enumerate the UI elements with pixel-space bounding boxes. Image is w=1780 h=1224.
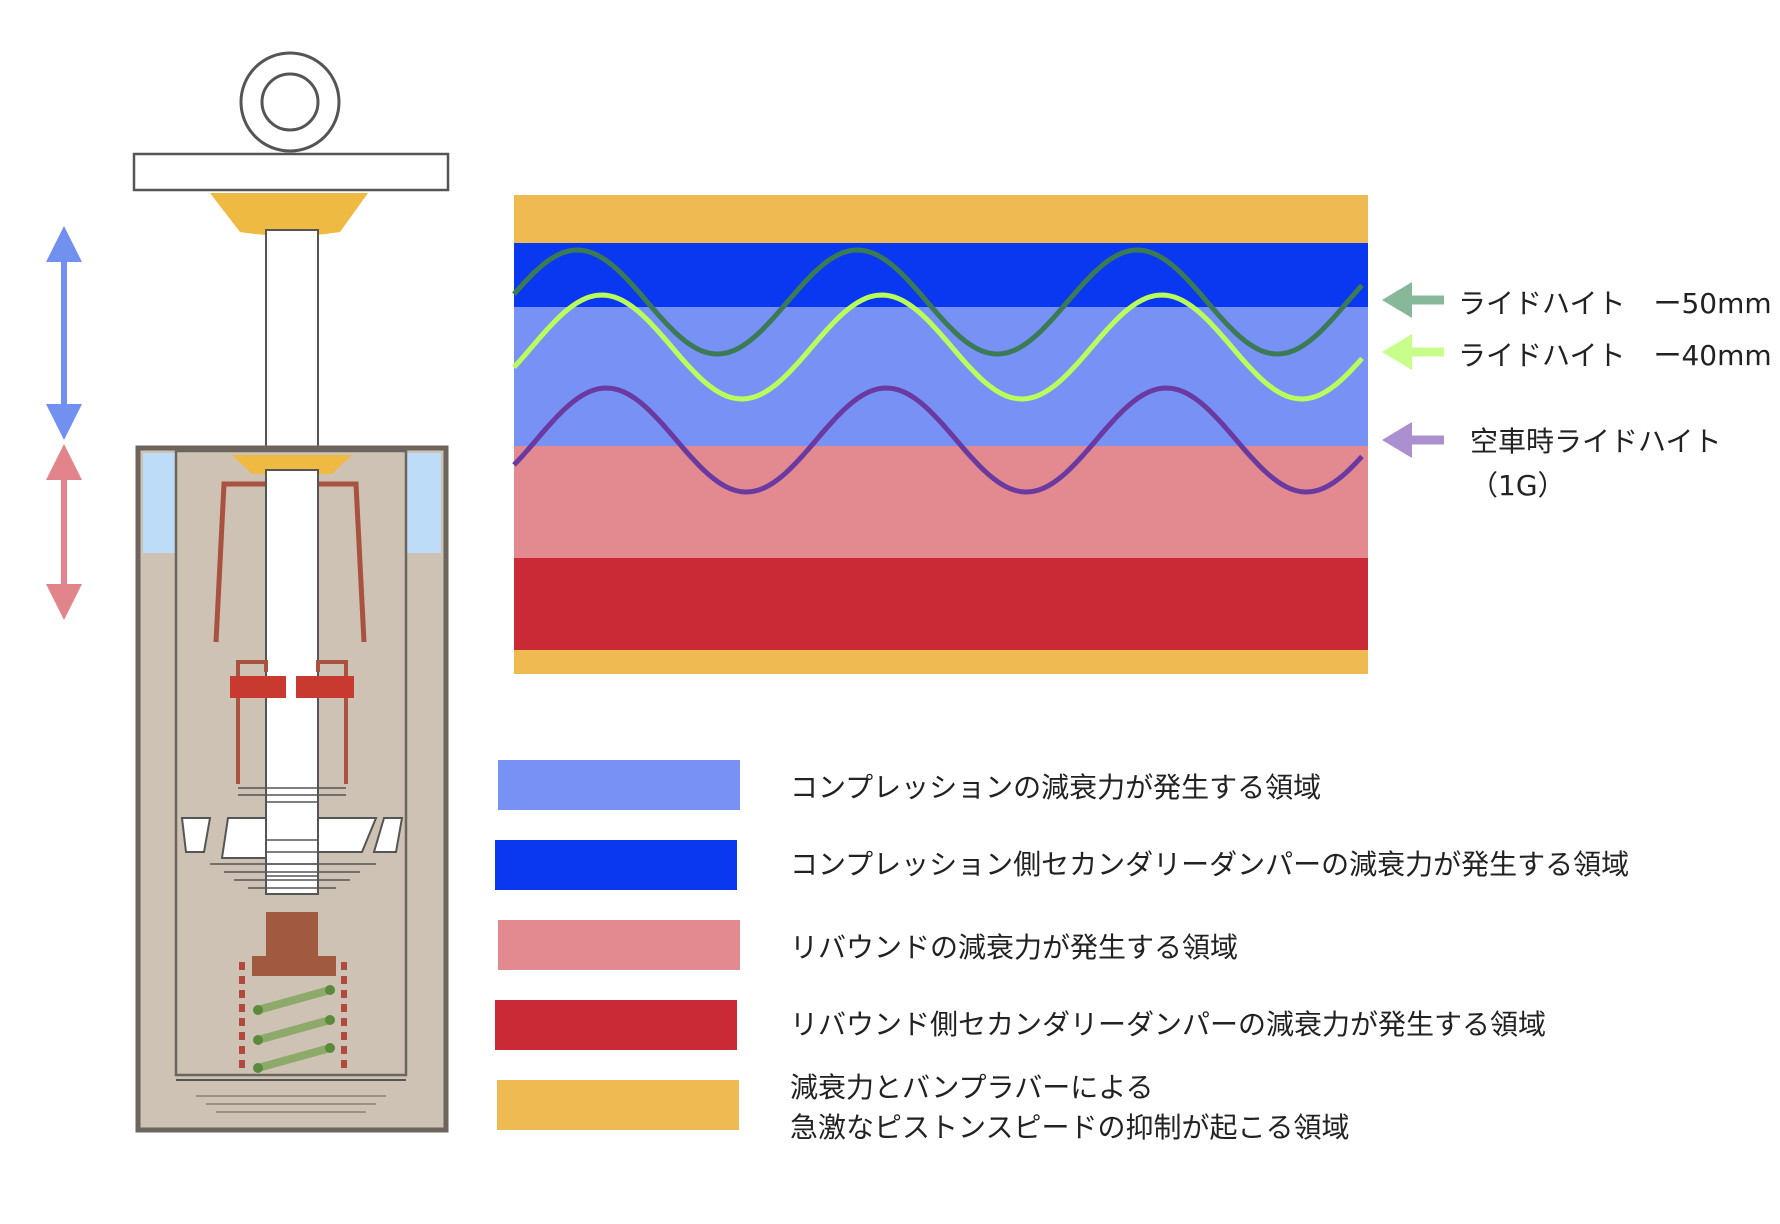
label-ride-height-minus50: ライドハイト ー50mm xyxy=(1458,287,1772,320)
compression-stroke-arrow xyxy=(46,226,82,440)
legend-swatch-compression-secondary xyxy=(495,840,737,890)
bottom-stopper-base xyxy=(252,956,336,976)
oil-lines xyxy=(196,1095,386,1113)
piston-plate-4 xyxy=(372,817,404,853)
valve-block-right xyxy=(296,676,354,698)
rebound-stroke-arrow xyxy=(46,444,82,620)
label-ride-height-minus40: ライドハイト ー40mm xyxy=(1458,339,1772,372)
legend-swatch-bump-rubber xyxy=(497,1080,739,1130)
shim-stack-upper xyxy=(238,787,346,803)
legend-label-rebound: リバウンドの減衰力が発生する領域 xyxy=(790,931,1239,964)
legend-swatch-compression xyxy=(498,760,740,810)
wave-ride-height-minus40 xyxy=(512,292,1364,402)
gas-chamber-left xyxy=(143,453,177,553)
shock-absorber-illustration xyxy=(132,51,450,1133)
valve-bracket-left xyxy=(236,660,268,784)
arrow-left-icon xyxy=(1382,422,1444,458)
gas-chamber-right xyxy=(407,453,441,553)
label-ride-height-1g-sub: （1G） xyxy=(1470,469,1566,502)
secondary-spring xyxy=(254,986,334,1072)
upper-bump-rubber xyxy=(210,193,368,236)
label-ride-height-1g: 空車時ライドハイト xyxy=(1470,425,1722,458)
band-rebound-secondary xyxy=(514,558,1368,650)
top-eye-inner xyxy=(260,72,320,132)
upper-plate xyxy=(132,152,450,192)
spring-coil-ends xyxy=(253,985,335,1073)
wave-ride-height-minus50 xyxy=(512,247,1364,357)
legend-label-compression: コンプレッションの減衰力が発生する領域 xyxy=(790,771,1322,804)
inner-tube xyxy=(174,449,408,1077)
band-rebound xyxy=(514,446,1368,558)
legend-label-bump-rubber-line2: 急激なピストンスピードの抑制が起こる領域 xyxy=(790,1111,1350,1144)
legend-label-compression-secondary: コンプレッション側セカンダリーダンパーの減衰力が発生する領域 xyxy=(790,848,1630,881)
band-compression-secondary xyxy=(514,243,1368,307)
arrow-left-icon xyxy=(1382,334,1444,370)
band-bump-rubber-bottom xyxy=(514,650,1368,674)
valve-bracket-right xyxy=(316,660,348,784)
legend-swatch-rebound-secondary xyxy=(495,1000,737,1050)
damping-zone-chart xyxy=(512,195,1368,674)
bottom-stopper-block xyxy=(266,912,318,956)
piston-rod-upper xyxy=(265,229,319,453)
legend-swatch-rebound xyxy=(498,920,740,970)
wave-ride-height-1g xyxy=(512,385,1364,495)
upper-valve-frame-right xyxy=(318,481,367,643)
legend-label-bump-rubber-line1: 減衰力とバンプラバーによる xyxy=(790,1071,1154,1104)
arrow-left-icon xyxy=(1382,282,1444,318)
lower-bump-rubber xyxy=(232,455,352,474)
band-bump-rubber-top xyxy=(514,195,1368,243)
shim-stack-lower xyxy=(210,863,376,889)
upper-valve-frame-left xyxy=(213,481,266,643)
piston-plate-2 xyxy=(220,817,267,859)
legend-label-rebound-secondary: リバウンド側セカンダリーダンパーの減衰力が発生する領域 xyxy=(790,1008,1547,1041)
rod-end-grooves xyxy=(266,839,318,877)
piston-plate-1 xyxy=(180,817,212,853)
valve-block-left xyxy=(230,676,286,698)
